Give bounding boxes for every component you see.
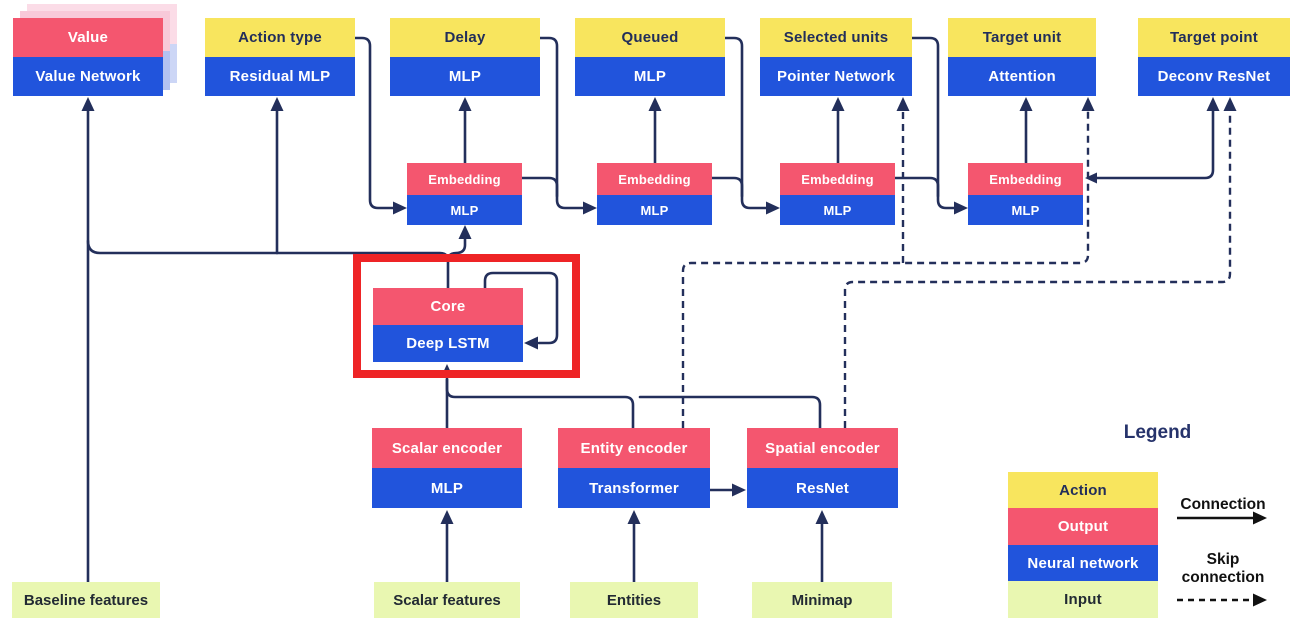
edge-actiontype-to-embedding1 <box>353 36 397 210</box>
node-scalar-encoder: Scalar encoder MLP <box>372 428 522 508</box>
embedding1-network-label: MLP <box>407 195 522 225</box>
edge-embedding3-chain <box>893 176 940 198</box>
selectedunits-network-label: Pointer Network <box>760 57 912 96</box>
targetunit-action-label: Target unit <box>948 18 1096 57</box>
edge-embedding2-chain <box>710 176 744 198</box>
spatialencoder-network-label: ResNet <box>747 468 898 508</box>
legend-item-output: Output <box>1008 508 1158 545</box>
scalarencoder-output-label: Scalar encoder <box>372 428 522 468</box>
input-baseline-features: Baseline features <box>12 582 160 618</box>
embedding2-output-label: Embedding <box>597 163 712 195</box>
node-target-point: Target point Deconv ResNet <box>1138 18 1290 96</box>
node-target-unit: Target unit Attention <box>948 18 1096 96</box>
scalarencoder-network-label: MLP <box>372 468 522 508</box>
actiontype-action-label: Action type <box>205 18 355 57</box>
entityencoder-network-label: Transformer <box>558 468 710 508</box>
input-entities: Entities <box>570 582 698 618</box>
legend-title: Legend <box>1123 422 1192 443</box>
queued-action-label: Queued <box>575 18 725 57</box>
node-embedding-1: Embedding MLP <box>407 163 522 225</box>
delay-network-label: MLP <box>390 57 540 96</box>
embedding3-network-label: MLP <box>780 195 895 225</box>
embedding4-output-label: Embedding <box>968 163 1083 195</box>
legend-color-key: Action Output Neural network Input <box>1008 472 1158 618</box>
legend-item-input: Input <box>1008 581 1158 618</box>
edge-spatialencoder-to-lstm <box>638 395 822 430</box>
node-embedding-3: Embedding MLP <box>780 163 895 225</box>
embedding4-network-label: MLP <box>968 195 1083 225</box>
node-value: Value Value Network <box>13 18 163 96</box>
selectedunits-action-label: Selected units <box>760 18 912 57</box>
edge-entityencoder-to-lstm <box>445 377 635 430</box>
highlight-box <box>353 254 580 378</box>
embedding2-network-label: MLP <box>597 195 712 225</box>
node-delay: Delay MLP <box>390 18 540 96</box>
input-minimap: Minimap <box>752 582 892 618</box>
spatialencoder-output-label: Spatial encoder <box>747 428 898 468</box>
legend-connection-label: Connection <box>1180 496 1266 513</box>
skip-entity-to-targetunit <box>681 111 1090 428</box>
node-action-type: Action type Residual MLP <box>205 18 355 96</box>
node-embedding-2: Embedding MLP <box>597 163 712 225</box>
queued-network-label: MLP <box>575 57 725 96</box>
value-output-label: Value <box>13 18 163 57</box>
actiontype-network-label: Residual MLP <box>205 57 355 96</box>
targetpoint-network-label: Deconv ResNet <box>1138 57 1290 96</box>
delay-action-label: Delay <box>390 18 540 57</box>
node-entity-encoder: Entity encoder Transformer <box>558 428 710 508</box>
node-spatial-encoder: Spatial encoder ResNet <box>747 428 898 508</box>
legend-skip-label: Skip connection <box>1181 551 1265 586</box>
node-queued: Queued MLP <box>575 18 725 96</box>
input-scalar-features: Scalar features <box>374 582 520 618</box>
entityencoder-output-label: Entity encoder <box>558 428 710 468</box>
node-selected-units: Selected units Pointer Network <box>760 18 912 96</box>
skip-connections <box>681 111 1232 428</box>
targetunit-network-label: Attention <box>948 57 1096 96</box>
legend-item-network: Neural network <box>1008 545 1158 581</box>
edge-embedding4-to-targetpoint <box>1095 109 1215 180</box>
edge-embedding1-chain <box>520 176 559 198</box>
skip-spatial-to-targetpoint <box>843 111 1232 428</box>
embedding1-output-label: Embedding <box>407 163 522 195</box>
embedding3-output-label: Embedding <box>780 163 895 195</box>
value-network-label: Value Network <box>13 57 163 96</box>
node-embedding-4: Embedding MLP <box>968 163 1083 225</box>
targetpoint-action-label: Target point <box>1138 18 1290 57</box>
legend-item-action: Action <box>1008 472 1158 508</box>
